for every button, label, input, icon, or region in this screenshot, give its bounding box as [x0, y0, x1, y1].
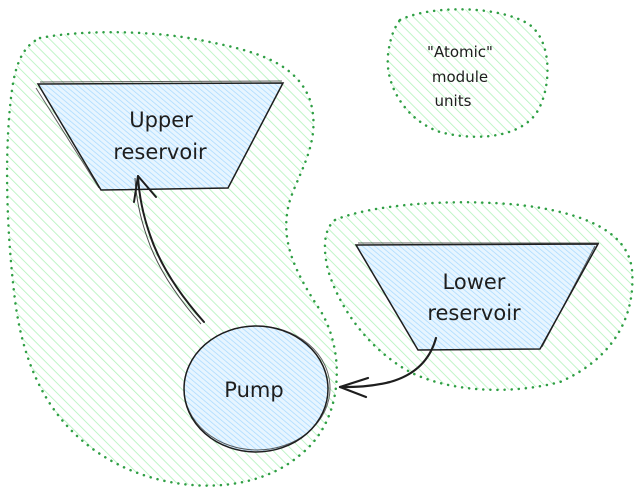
edge-lower-to-pump-line	[338, 336, 438, 389]
legend-line-2: module	[432, 68, 488, 86]
pump-label: Pump	[224, 378, 283, 402]
lower-reservoir-node[interactable]: Lower reservoir	[354, 242, 600, 351]
upper-reservoir-label-2: reservoir	[113, 140, 207, 164]
edge-lower-to-pump[interactable]	[338, 336, 438, 399]
legend-line-1: "Atomic"	[427, 43, 493, 61]
legend-group-fill	[386, 8, 549, 138]
arrowhead-up-icon	[133, 175, 157, 203]
lower-reservoir-label-2: reservoir	[427, 301, 521, 325]
lower-reservoir-shape	[354, 243, 600, 351]
upper-reservoir-shape	[36, 82, 285, 191]
upper-reservoir-label-1: Upper	[129, 108, 193, 132]
legend-group[interactable]: "Atomic" module units	[386, 8, 549, 138]
pump-node[interactable]: Pump	[183, 325, 331, 453]
edge-pump-to-upper-line	[137, 175, 205, 323]
arrowhead-left-icon	[338, 376, 370, 399]
upper-reservoir-node[interactable]: Upper reservoir	[35, 80, 285, 191]
lower-reservoir-label-1: Lower	[443, 270, 506, 294]
edge-pump-to-upper[interactable]	[133, 175, 205, 325]
legend-line-3: units	[435, 92, 472, 110]
